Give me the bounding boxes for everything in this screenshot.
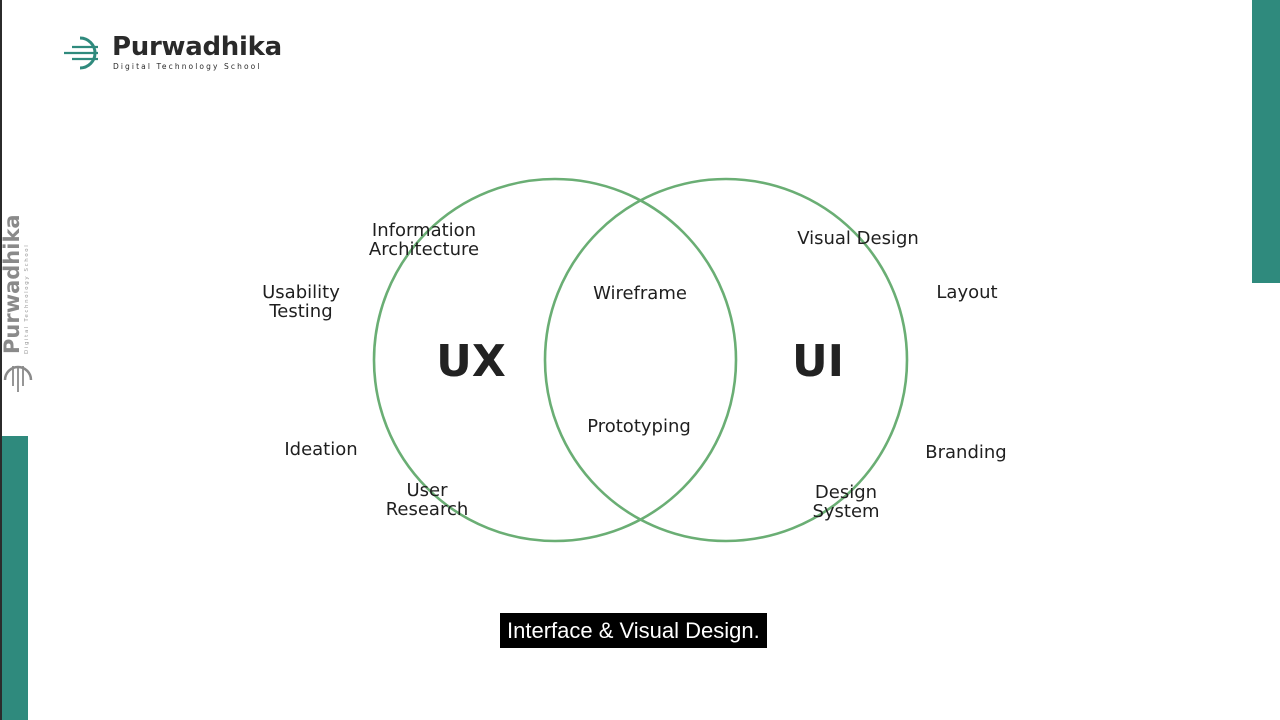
ui-circle — [543, 177, 909, 543]
label-user-research: User Research — [385, 480, 469, 520]
brand-mark-icon — [64, 36, 98, 70]
ui-set-label: UI — [791, 336, 845, 387]
ux-set-label: UX — [436, 336, 506, 387]
label-design-system: Design System — [812, 482, 880, 522]
left-border — [0, 0, 2, 720]
label-layout: Layout — [936, 282, 998, 303]
accent-bar-right — [1252, 0, 1280, 283]
subtitle-caption: Interface & Visual Design. — [500, 613, 767, 648]
brand-logo: Purwadhika Digital Technology School — [62, 32, 292, 74]
side-watermark-logo: Purwadhika Digital Technology School — [0, 214, 36, 404]
accent-bar-left — [2, 436, 28, 720]
label-ideation: Ideation — [284, 439, 358, 460]
label-branding: Branding — [925, 442, 1007, 463]
label-visual-design: Visual Design — [797, 228, 919, 249]
label-usability-testing: Usability Testing — [262, 282, 340, 322]
label-information-architecture: Information Architecture — [368, 220, 480, 260]
brand-name: Purwadhika — [112, 32, 282, 62]
label-prototyping: Prototyping — [587, 416, 691, 437]
side-brand-mark-icon — [3, 365, 33, 392]
ux-circle — [372, 177, 738, 543]
label-wireframe: Wireframe — [593, 283, 687, 304]
brand-tagline: Digital Technology School — [113, 62, 262, 71]
